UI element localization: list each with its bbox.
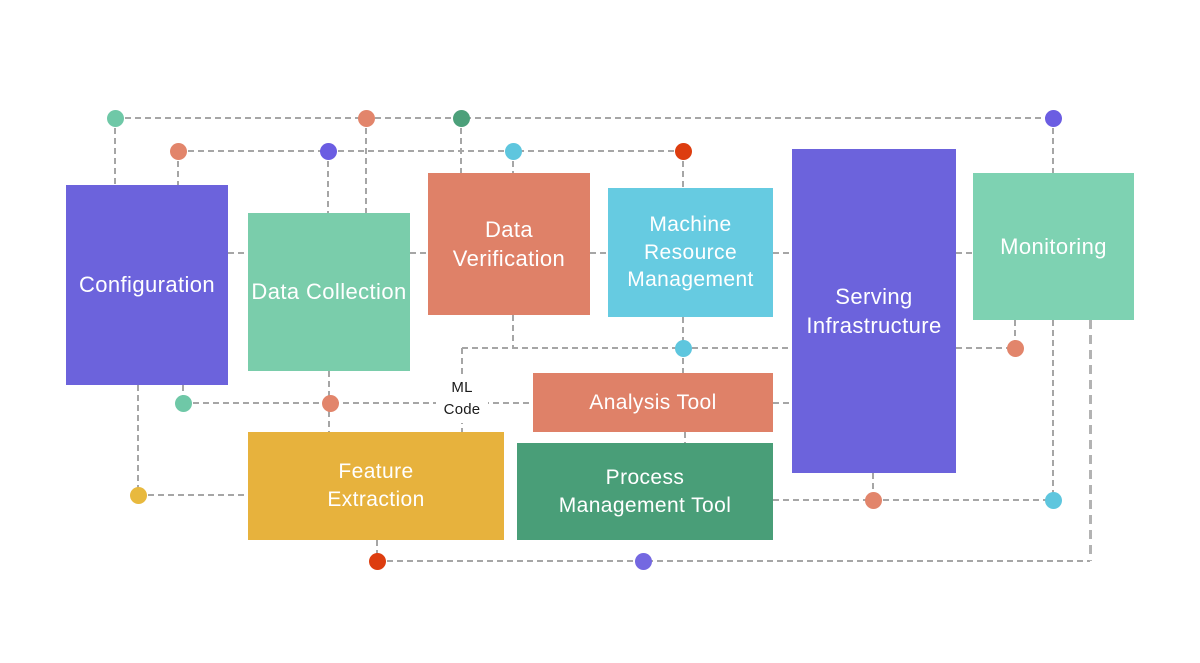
- connector-line: [512, 315, 514, 348]
- connector-line: [1052, 118, 1054, 173]
- connector-line: [773, 499, 1053, 501]
- connector-line: [462, 347, 792, 349]
- connector-dot-cyan: [504, 142, 522, 160]
- connector-line: [410, 252, 428, 254]
- process-management-tool-label: Process Management Tool: [558, 465, 732, 517]
- connector-line: [137, 385, 139, 495]
- connector-line: [376, 540, 378, 561]
- feedback-connector-line: [1088, 320, 1092, 561]
- connector-line: [773, 402, 792, 404]
- connector-line: [228, 252, 248, 254]
- connector-line: [115, 117, 1053, 119]
- analysis-tool-label: Analysis Tool: [589, 390, 717, 414]
- connector-line: [512, 151, 514, 173]
- connector-line: [773, 252, 792, 254]
- connector-dot-purple: [319, 142, 337, 160]
- connector-line: [682, 317, 684, 348]
- connector-dot-purple: [1044, 109, 1062, 127]
- component-box-machine-resource-management: Machine Resource Management: [608, 188, 773, 317]
- component-box-feature-extraction: Feature Extraction: [248, 432, 504, 540]
- component-box-configuration: Configuration: [66, 185, 228, 385]
- connector-line: [182, 385, 184, 403]
- data-verification-label: Data Verification: [452, 216, 566, 271]
- connector-dot-teal: [174, 394, 192, 412]
- component-box-process-management-tool: Process Management Tool: [517, 443, 773, 540]
- connector-line: [138, 494, 248, 496]
- connector-line: [956, 252, 973, 254]
- connector-dot-cyan: [674, 339, 692, 357]
- serving-infrastructure-label: Serving Infrastructure: [806, 283, 942, 338]
- connector-line: [682, 151, 684, 188]
- connector-dot-red: [368, 552, 386, 570]
- configuration-label: Configuration: [78, 272, 216, 298]
- connector-dot-yellow: [129, 486, 147, 504]
- connector-line: [682, 348, 684, 373]
- connector-line: [327, 151, 329, 213]
- component-box-data-verification: Data Verification: [428, 173, 590, 315]
- connector-line: [590, 252, 608, 254]
- connector-dot-teal: [106, 109, 124, 127]
- component-box-analysis-tool: Analysis Tool: [533, 373, 773, 432]
- connector-line: [956, 347, 1015, 349]
- connector-line: [178, 150, 683, 152]
- connector-line: [114, 118, 116, 185]
- connector-dot-salmon: [1006, 339, 1024, 357]
- connector-dot-cyan: [1044, 491, 1062, 509]
- connector-dot-violet: [634, 552, 652, 570]
- connector-line: [177, 151, 179, 185]
- connector-line: [872, 473, 874, 500]
- connector-line: [460, 118, 462, 173]
- connector-dot-green: [452, 109, 470, 127]
- connector-dot-salmon: [169, 142, 187, 160]
- connector-line: [377, 560, 1090, 562]
- connector-line: [1014, 320, 1016, 348]
- component-box-serving-infrastructure: Serving Infrastructure: [792, 149, 956, 473]
- connector-dot-salmon: [864, 491, 882, 509]
- connector-line: [684, 432, 686, 443]
- connector-line: [365, 118, 367, 213]
- machine-resource-management-label: Machine Resource Management: [627, 212, 754, 292]
- monitoring-label: Monitoring: [1000, 233, 1107, 259]
- connector-line: [1052, 320, 1054, 500]
- connector-dot-red: [674, 142, 692, 160]
- component-box-data-collection: Data Collection: [248, 213, 410, 371]
- connector-dot-salmon: [357, 109, 375, 127]
- feature-extraction-label: Feature Extraction: [327, 460, 425, 511]
- ml-code-label: ML Code: [436, 375, 488, 423]
- data-collection-label: Data Collection: [251, 279, 407, 305]
- component-box-monitoring: Monitoring: [973, 173, 1134, 320]
- connector-line: [183, 402, 533, 404]
- connector-dot-salmon: [321, 394, 339, 412]
